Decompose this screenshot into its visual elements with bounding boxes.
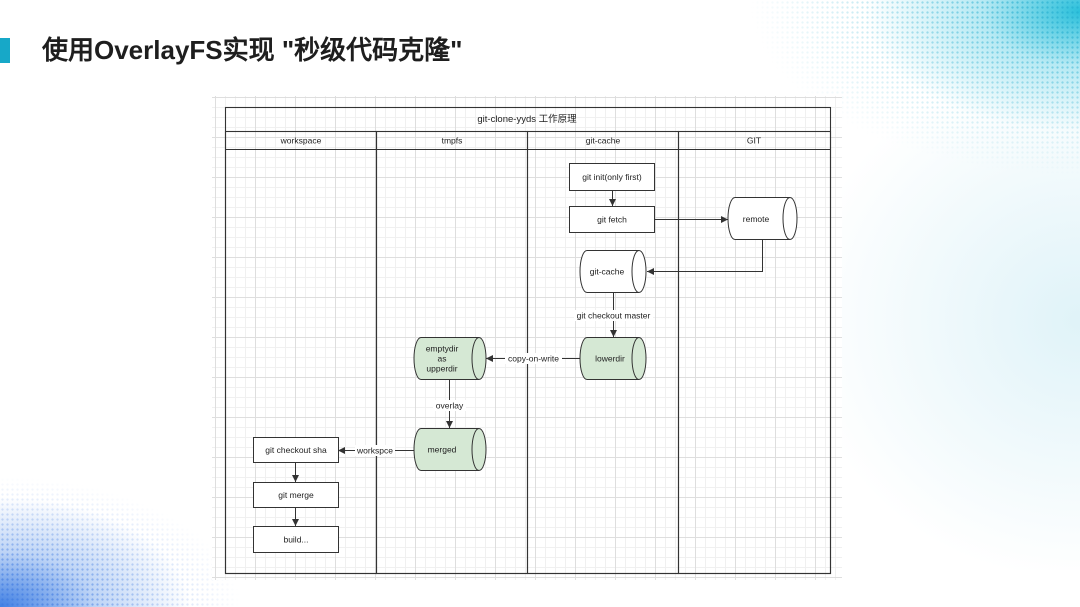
lane-header-git-cache: git-cache [586,136,621,146]
node-build-label: build... [283,535,308,545]
node-git-fetch-box [569,206,655,233]
node-remote-cylinder-end [782,197,791,240]
title-accent-bar [0,38,10,63]
lane-git-body [677,130,832,575]
node-git-merge-label: git merge [278,490,314,500]
lane-header-workspace: workspace [280,136,322,146]
node-git-merge-box [253,482,339,508]
edge-label-copy-on-write-bg [505,353,562,364]
edge-label-checkout-master-text: git checkout master [577,311,651,321]
diagram-title: git-clone-yyds 工作原理 [477,113,577,125]
node-remote-label: remote [743,214,770,224]
node-lowerdir: lowerdir [579,337,647,380]
lane-header-tmpfs: tmpfs [442,136,463,146]
edge-label-overlay-bg [433,400,466,411]
edge-label-workspce: workspce [355,445,395,456]
node-lowerdir-label: lowerdir [595,354,625,364]
edge-label-checkout-master: git checkout master [574,310,653,321]
node-build-box [253,526,339,553]
node-git-checkout-sha: git checkout sha [253,437,339,463]
node-lowerdir-cylinder-end [631,337,640,380]
edge-label-copy-on-write: copy-on-write [505,353,562,364]
edge-label-checkout-master-bg [574,310,653,321]
node-merged: merged [413,428,487,471]
node-merged-cylinder-end [471,428,480,471]
node-emptydir-label-line2: as [438,354,447,364]
lane-header-git: GIT [747,136,761,146]
node-git-init-label: git init(only first) [582,172,642,182]
node-git-checkout-sha-label: git checkout sha [265,445,327,455]
node-remote: remote [727,197,798,240]
node-git-fetch: git fetch [569,206,655,233]
edge-label-workspce-bg [355,445,395,456]
node-merged-label: merged [428,445,457,455]
edge-label-overlay: overlay [433,400,466,411]
slide-title: 使用OverlayFS实现 "秒级代码克隆" [42,35,463,65]
node-build: build... [253,526,339,553]
node-git-cache: git-cache [579,250,647,293]
node-emptydir-label-line1: emptydir [426,344,459,354]
edge-label-workspce-text: workspce [356,446,393,456]
node-git-merge: git merge [253,482,339,508]
node-git-fetch-label: git fetch [597,215,627,225]
edge-label-overlay-text: overlay [436,401,464,411]
lane-git: GIT [677,130,832,575]
edge-remote-to-git-cache [647,239,763,275]
node-emptydir-label-line3: upperdir [426,364,457,374]
edge-label-copy-on-write-text: copy-on-write [508,354,559,364]
node-git-checkout-sha-box [253,437,339,463]
node-emptydir-upperdir: emptydir as upperdir [413,337,487,380]
node-git-cache-cylinder-end [631,250,640,293]
node-git-init: git init(only first) [569,163,655,191]
node-git-cache-label: git-cache [590,267,625,277]
node-git-init-box [569,163,655,191]
node-emptydir-cylinder-end [471,337,480,380]
